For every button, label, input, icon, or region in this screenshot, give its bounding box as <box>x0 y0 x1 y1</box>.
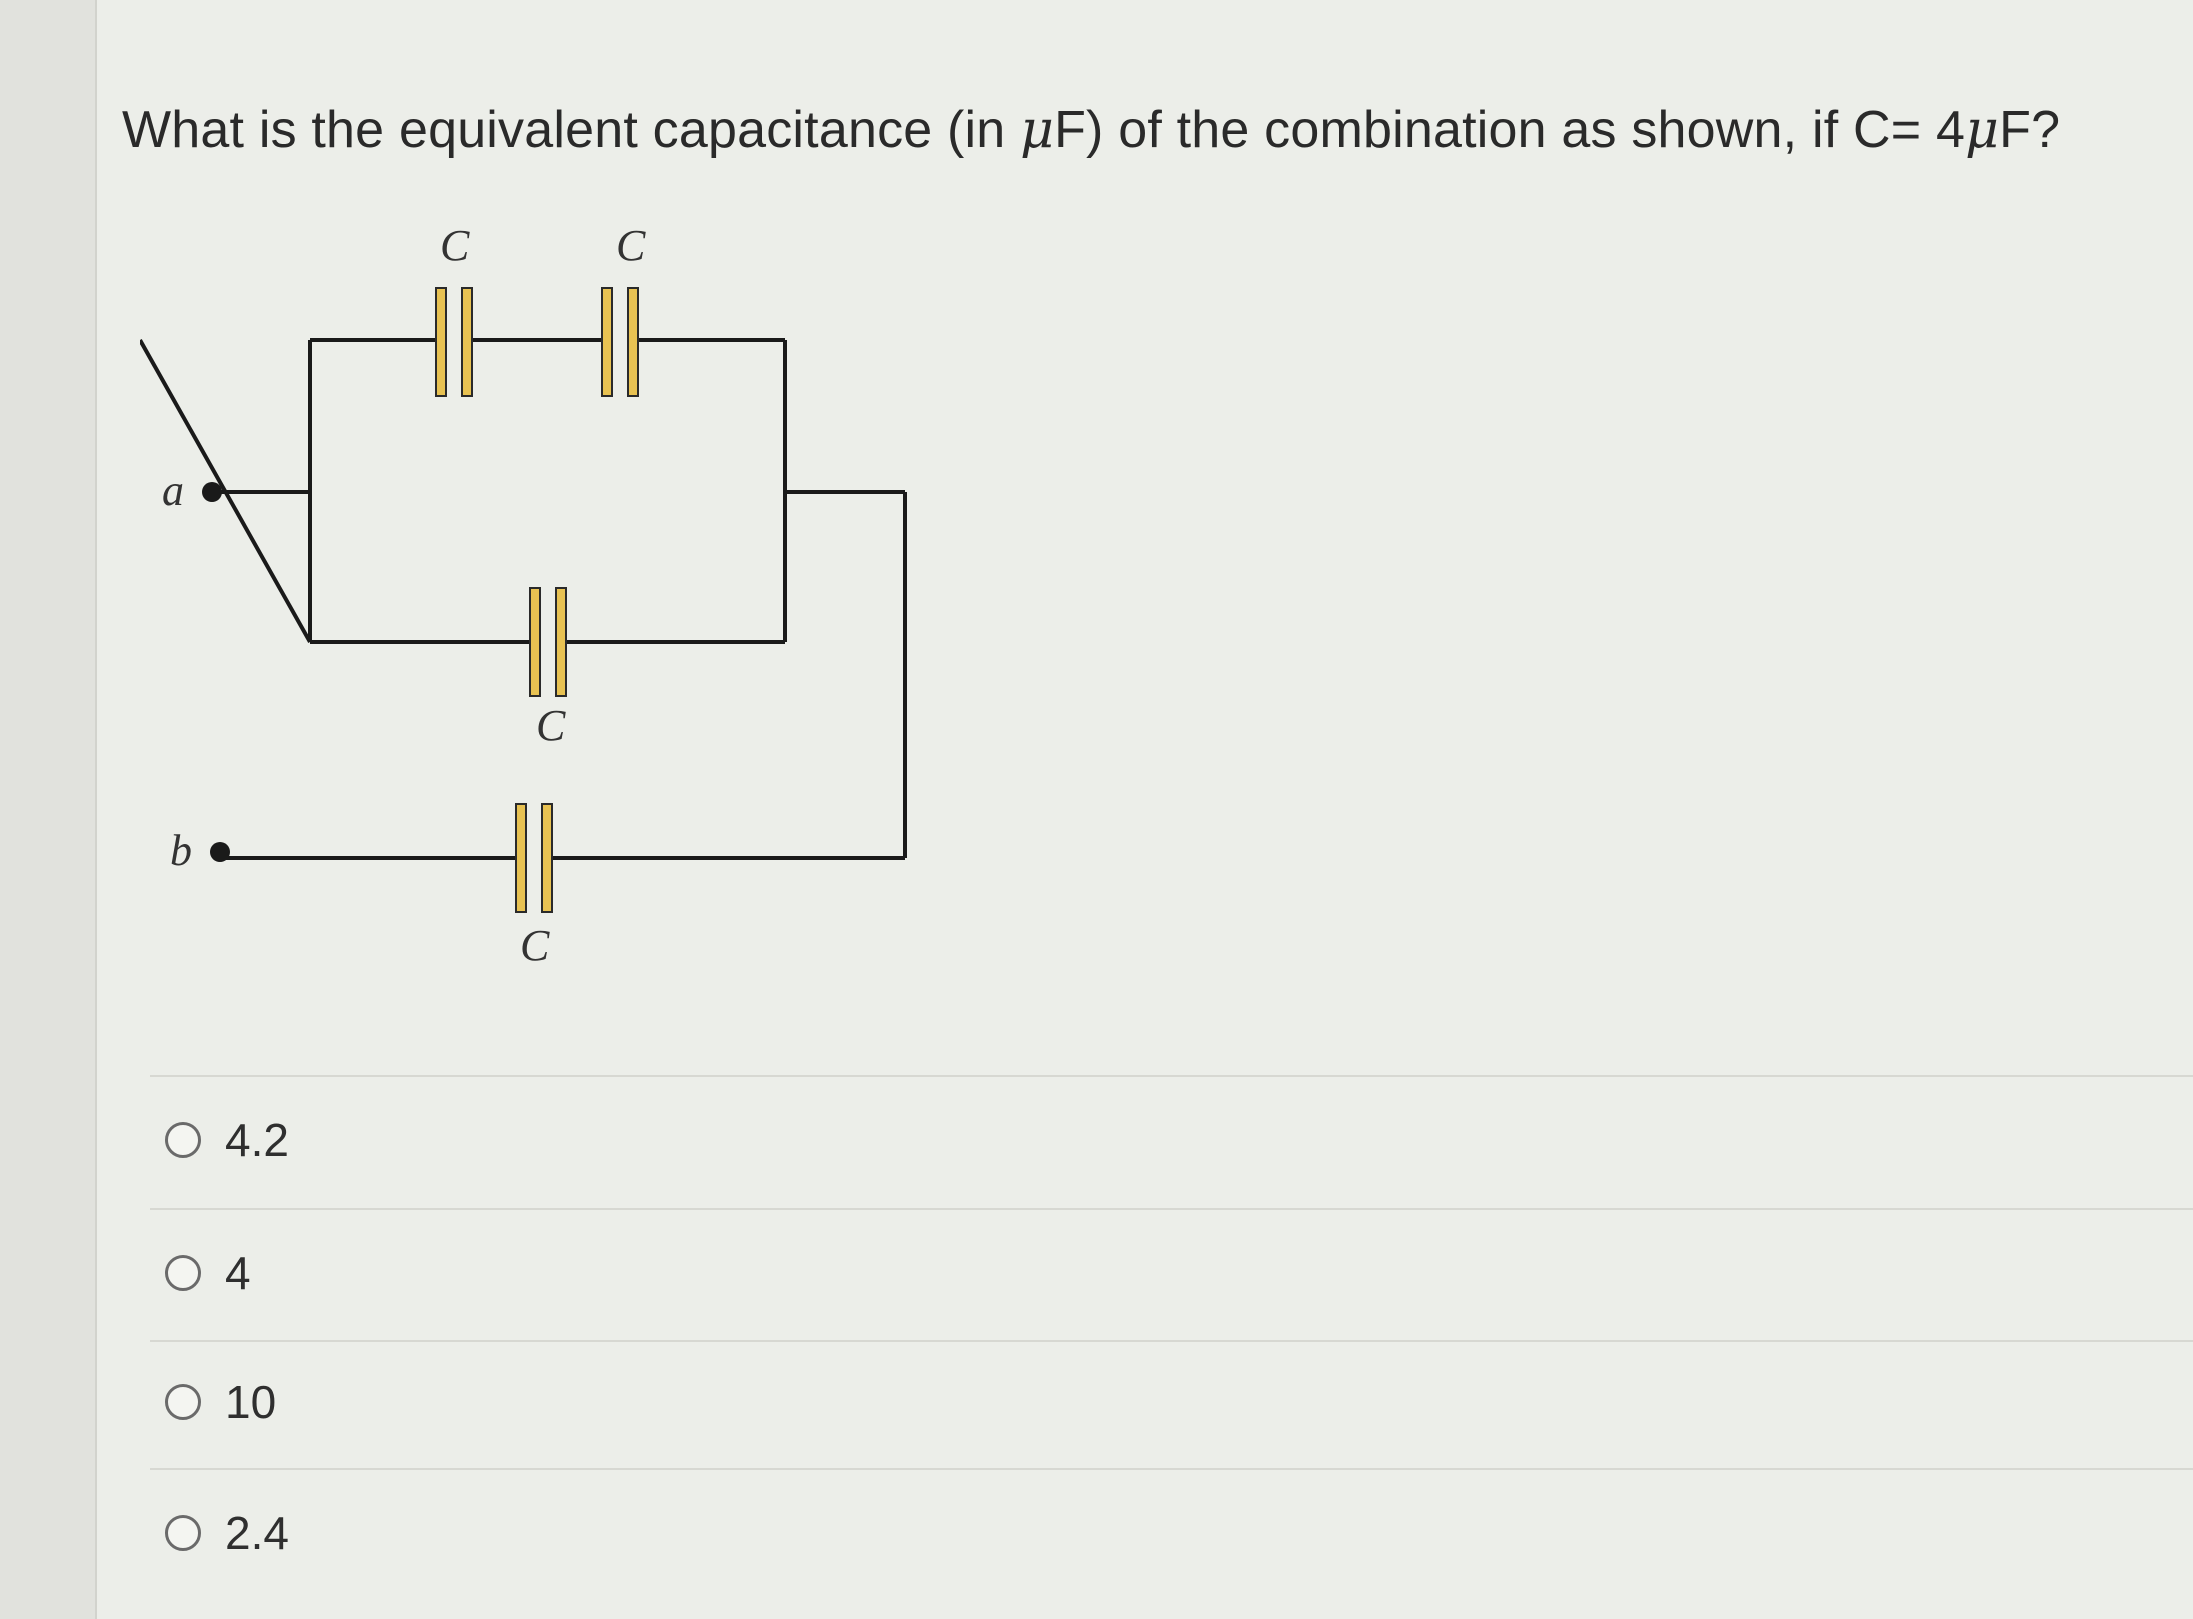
question-mu-symbol-2: μ <box>1965 100 2000 160</box>
capacitor-top-left <box>435 287 473 397</box>
option-label: 2.4 <box>225 1507 289 1559</box>
option-1[interactable]: 4.2 <box>165 1110 289 1170</box>
radio-button[interactable] <box>165 1384 201 1420</box>
wire-left-vertical <box>140 339 312 643</box>
divider-2 <box>150 1208 2193 1210</box>
cap-top-right-label: C <box>616 221 646 270</box>
question-mu-symbol: μ <box>1020 100 1055 160</box>
capacitor-middle <box>529 587 567 697</box>
cap-middle-label: C <box>536 701 566 750</box>
radio-button[interactable] <box>165 1515 201 1551</box>
cap-top-left-label: C <box>440 221 470 270</box>
divider-1 <box>150 1075 2193 1077</box>
radio-button[interactable] <box>165 1255 201 1291</box>
question-suffix: F) of the combination as shown, if C= 4 <box>1054 101 1966 159</box>
terminal-b-label: b <box>170 826 192 875</box>
question-prefix: What is the equivalent capacitance (in <box>122 101 1021 159</box>
question-end: F? <box>1999 101 2061 159</box>
divider-3 <box>150 1340 2193 1342</box>
option-2[interactable]: 4 <box>165 1243 251 1303</box>
option-label: 4 <box>225 1247 251 1299</box>
option-label: 4.2 <box>225 1114 289 1166</box>
terminal-a-dot <box>202 482 222 502</box>
capacitor-top-right <box>601 287 639 397</box>
question-text: What is the equivalent capacitance (in μ… <box>122 100 2060 160</box>
divider-4 <box>150 1468 2193 1470</box>
terminal-b-dot <box>210 842 230 862</box>
option-3[interactable]: 10 <box>165 1372 276 1432</box>
option-label: 10 <box>225 1376 277 1428</box>
radio-button[interactable] <box>165 1122 201 1158</box>
cap-bottom-label: C <box>520 921 550 970</box>
circuit-wires <box>140 338 907 860</box>
left-margin-strip <box>0 0 97 1619</box>
terminal-a-label: a <box>162 466 184 515</box>
circuit-diagram: a b C C C C <box>140 221 907 970</box>
option-4[interactable]: 2.4 <box>165 1503 289 1563</box>
capacitor-bottom <box>515 803 553 913</box>
